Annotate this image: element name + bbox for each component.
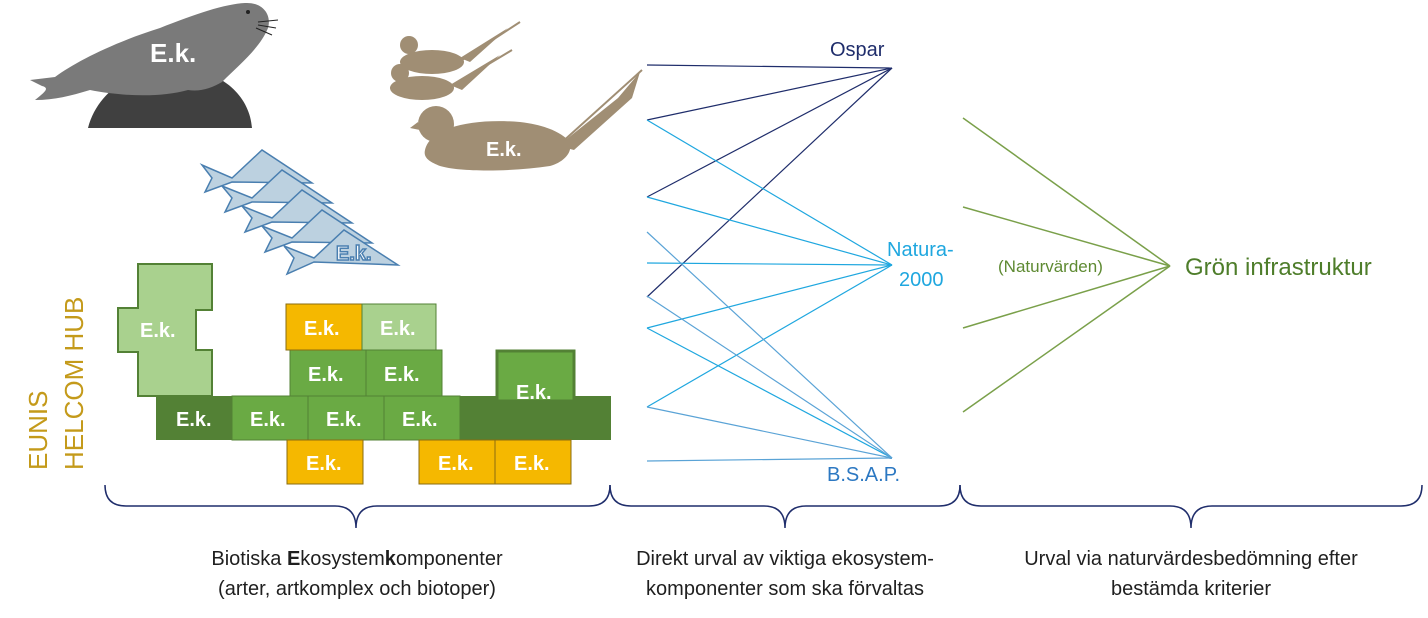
block-base-1 xyxy=(156,396,232,440)
natura-label-line1: Natura- xyxy=(887,239,954,261)
duck-group: E.k. xyxy=(390,21,643,171)
fish-school: E.k. xyxy=(199,149,401,276)
block-label-mid-2: E.k. xyxy=(384,364,420,386)
braces xyxy=(104,484,1423,529)
caption-right-line2: bestämda kriterier xyxy=(1111,578,1271,600)
block-label-base-2: E.k. xyxy=(250,409,286,431)
seal-illustration: E.k. xyxy=(30,2,279,128)
block-bottom-yellow-2 xyxy=(418,439,496,485)
naturvarden-lines xyxy=(962,117,1171,413)
block-label-raised: E.k. xyxy=(516,382,552,404)
duck-small-1 xyxy=(400,21,521,74)
block-top-light xyxy=(361,303,437,351)
block-bottom-yellow-3 xyxy=(494,439,572,485)
block-label-top-light: E.k. xyxy=(380,318,416,340)
block-label-base-3: E.k. xyxy=(326,409,362,431)
caption-left-line2: (arter, artkomplex och biotoper) xyxy=(218,578,496,600)
block-group: E.k. E.k. E.k. E.k. E.k. E.k. E.k. E.k. … xyxy=(117,263,611,485)
block-label-base-1: E.k. xyxy=(176,409,212,431)
gron-infrastruktur-label: Grön infrastruktur xyxy=(1185,254,1372,281)
classification-label: EUNIS HELCOM HUB xyxy=(23,297,89,470)
block-label-bottom-1: E.k. xyxy=(306,453,342,475)
block-label-base-4: E.k. xyxy=(402,409,438,431)
block-bottom-yellow-1 xyxy=(286,439,364,485)
block-base-4 xyxy=(383,395,461,441)
block-mid-1 xyxy=(289,349,367,397)
block-label-top-yellow: E.k. xyxy=(304,318,340,340)
block-label-bottom-2: E.k. xyxy=(438,453,474,475)
block-base-2 xyxy=(231,395,309,441)
naturvarden-label: (Naturvärden) xyxy=(998,257,1103,276)
ospar-label: Ospar xyxy=(830,39,885,61)
caption-middle-line1: Direkt urval av viktiga ekosystem- xyxy=(636,548,934,570)
block-label-irregular: E.k. xyxy=(140,320,176,342)
seal-label: E.k. xyxy=(150,38,196,68)
ospar-lines xyxy=(646,64,893,298)
natura-lines xyxy=(646,119,893,459)
brace-middle xyxy=(609,484,961,529)
brace-right xyxy=(959,484,1423,529)
fish-5 xyxy=(283,229,401,276)
seal-shape xyxy=(30,2,269,101)
bsap-lines xyxy=(646,231,893,462)
bsap-label: B.S.A.P. xyxy=(827,464,900,486)
natura-label-line2: 2000 xyxy=(899,269,944,291)
eunis-label: EUNIS xyxy=(23,391,53,470)
block-label-bottom-3: E.k. xyxy=(514,453,550,475)
duck-large: E.k. xyxy=(410,69,643,171)
fish-label: E.k. xyxy=(336,243,372,265)
block-label-mid-1: E.k. xyxy=(308,364,344,386)
helcom-hub-label: HELCOM HUB xyxy=(59,297,89,470)
block-raised xyxy=(495,349,576,403)
seal-eye xyxy=(246,10,250,14)
duck-label: E.k. xyxy=(486,139,522,161)
caption-left-line1: Biotiska Ekosystemkomponenter xyxy=(211,548,503,570)
seal-whiskers xyxy=(255,19,279,36)
duck-small-2 xyxy=(390,49,513,100)
caption-middle-line2: komponenter som ska förvaltas xyxy=(646,578,924,600)
brace-left xyxy=(104,484,611,529)
caption-right-line1: Urval via naturvärdesbedömning efter xyxy=(1024,548,1358,570)
